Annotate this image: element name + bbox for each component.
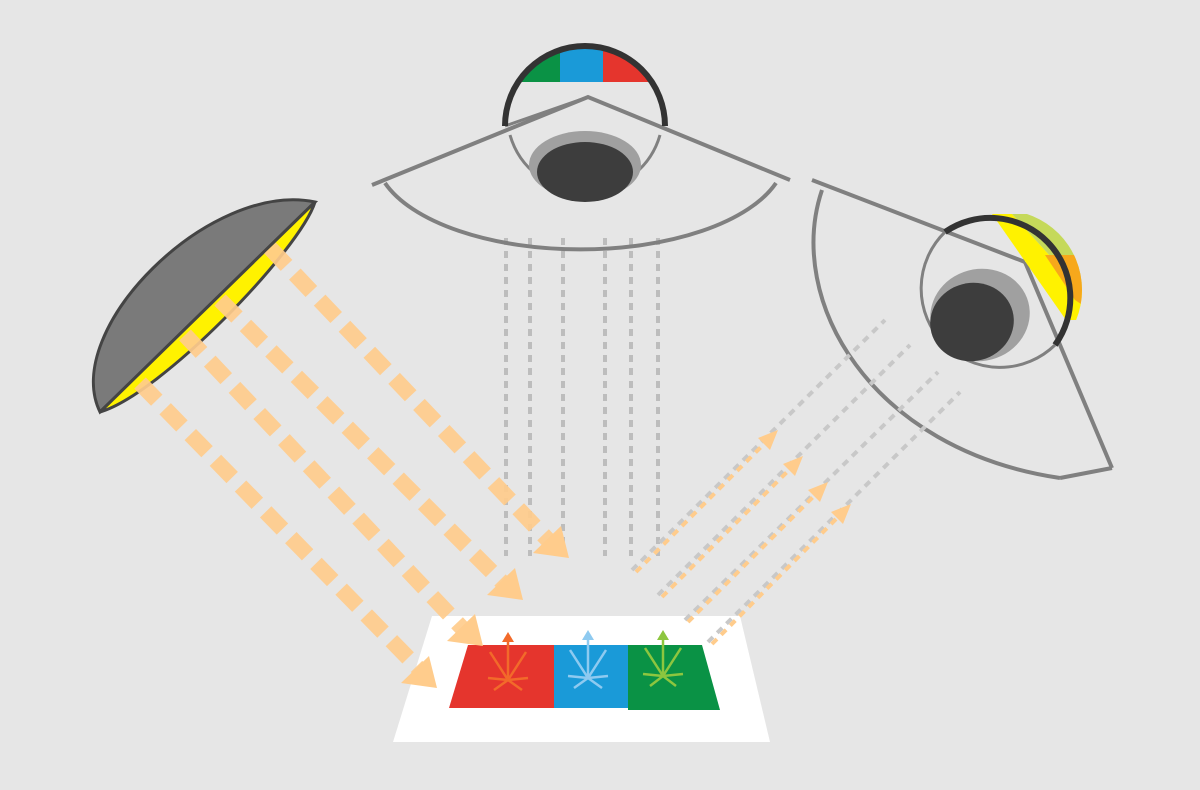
swatch-red bbox=[449, 645, 554, 708]
reflected-ray-warm bbox=[634, 436, 772, 574]
light-ray bbox=[134, 377, 424, 674]
scatter-arrow bbox=[662, 675, 677, 687]
scatter-arrow bbox=[587, 676, 603, 690]
pupil-right bbox=[930, 282, 1014, 362]
scatter-arrow bbox=[662, 672, 684, 678]
head-outline-top-chin bbox=[383, 181, 778, 252]
light-rays bbox=[134, 242, 569, 688]
scatter-arrowhead bbox=[657, 630, 669, 640]
swatch-green bbox=[628, 645, 720, 710]
light-ray bbox=[179, 329, 468, 634]
reflected-ray bbox=[706, 390, 962, 644]
reflected-ray bbox=[630, 318, 887, 572]
scatter-arrow bbox=[649, 675, 664, 687]
reflected-arrowhead bbox=[808, 482, 828, 502]
head-outline-right-back bbox=[811, 189, 1061, 480]
eye-lid-top bbox=[504, 95, 664, 130]
scatter-arrows-blue bbox=[567, 630, 609, 690]
pupil-top bbox=[537, 142, 633, 202]
scatter-arrow bbox=[493, 678, 509, 692]
scatter-arrow bbox=[568, 649, 590, 679]
scatter-arrow bbox=[488, 651, 510, 681]
color-card bbox=[393, 616, 770, 742]
reflected-arrowhead bbox=[783, 456, 803, 476]
eye-icon bbox=[371, 43, 791, 252]
reflected-ray bbox=[656, 343, 912, 597]
light-arrowhead bbox=[401, 656, 437, 688]
light-arrowhead bbox=[447, 614, 483, 646]
light-arrowhead bbox=[487, 568, 523, 600]
light-ray bbox=[264, 242, 554, 546]
retina-red bbox=[603, 44, 665, 82]
eye-rim-right bbox=[943, 214, 1074, 347]
reflected-ray bbox=[683, 370, 940, 622]
reflected-arrowhead bbox=[831, 504, 851, 524]
reflected-rays bbox=[630, 318, 962, 646]
head-outline-right-chin bbox=[1059, 466, 1113, 480]
scatter-arrowhead bbox=[502, 632, 514, 642]
scatter-arrow bbox=[507, 676, 529, 682]
head-outline-right-face bbox=[1023, 261, 1114, 469]
scatter-arrows-red bbox=[487, 632, 529, 692]
retina-yellow bbox=[992, 214, 1082, 320]
scatter-arrow bbox=[487, 676, 509, 682]
scatter-arrow bbox=[661, 647, 683, 677]
reflected-ray-warm bbox=[686, 488, 822, 624]
reflected-ray-warm bbox=[710, 510, 845, 646]
scatter-arrow bbox=[642, 672, 664, 678]
eye-rim-top bbox=[502, 43, 668, 127]
light-ray bbox=[214, 294, 508, 588]
retina-green bbox=[505, 44, 560, 82]
reflected-arrowhead bbox=[758, 430, 778, 450]
reflected-ray-warm bbox=[660, 462, 797, 599]
scatter-arrowhead bbox=[582, 630, 594, 640]
eye-icon bbox=[811, 178, 1114, 480]
scatter-arrow bbox=[587, 674, 609, 680]
scatter-arrow bbox=[506, 651, 528, 681]
light-arrowhead bbox=[533, 526, 569, 558]
scatter-arrow bbox=[586, 649, 608, 679]
lamp-icon bbox=[92, 198, 319, 415]
scatter-arrow bbox=[643, 647, 665, 677]
head-outline-right-top bbox=[811, 178, 1026, 264]
scatter-arrow bbox=[507, 678, 523, 692]
scatter-arrow bbox=[573, 676, 589, 690]
scatter-arrows-green bbox=[642, 630, 684, 687]
lamp-shade bbox=[92, 198, 319, 415]
scatter-arrow bbox=[567, 674, 589, 680]
